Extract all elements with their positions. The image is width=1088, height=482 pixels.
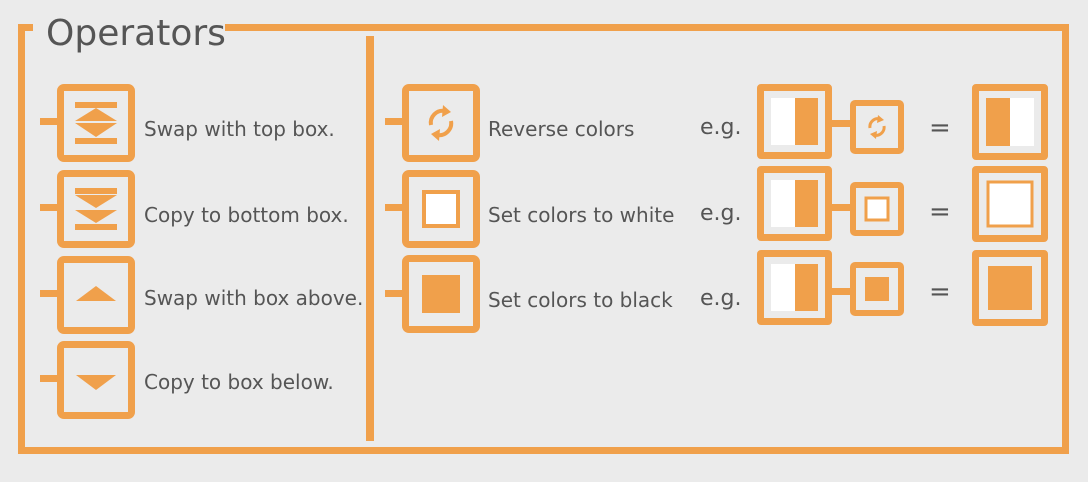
connector-stub	[385, 204, 405, 211]
connector-stub	[385, 290, 405, 297]
example-input-box	[757, 166, 832, 241]
example-operator-box	[850, 100, 904, 154]
connector-stub	[832, 288, 850, 295]
connector-stub	[832, 120, 850, 127]
example-prefix: e.g.	[700, 115, 742, 140]
swap-above-label: Swap with box above.	[144, 286, 364, 310]
copy-bottom-label: Copy to bottom box.	[144, 203, 349, 227]
equals-sign: =	[929, 113, 951, 143]
connector-stub	[40, 375, 60, 382]
example-result-box	[972, 84, 1048, 160]
reverse-icon	[868, 115, 886, 139]
example-input-box	[757, 84, 832, 159]
operators-panel	[18, 24, 1069, 454]
copy-below-operator[interactable]	[57, 341, 135, 419]
reverse-label: Reverse colors	[488, 117, 635, 141]
connector-stub	[40, 204, 60, 211]
triangle-up-icon	[76, 286, 116, 301]
example-input-box	[757, 250, 832, 325]
copy-bottom-operator[interactable]	[57, 170, 135, 248]
example-result-box	[972, 166, 1048, 242]
example-operator-box	[850, 262, 904, 316]
column-divider	[366, 36, 374, 441]
connector-stub	[385, 118, 405, 125]
reverse-operator[interactable]	[402, 84, 480, 162]
set-black-operator[interactable]	[402, 255, 480, 333]
example-operator-box	[850, 182, 904, 236]
black-square-icon	[865, 277, 889, 301]
copy-below-label: Copy to box below.	[144, 370, 334, 394]
title-background	[33, 8, 225, 54]
swap-top-label: Swap with top box.	[144, 117, 335, 141]
set-black-label: Set colors to black	[488, 288, 673, 312]
equals-sign: =	[929, 197, 951, 227]
connector-stub	[40, 290, 60, 297]
triangle-down-icon	[76, 375, 116, 390]
reverse-icon	[428, 105, 454, 141]
panel-title: Operators	[46, 13, 226, 54]
white-square-icon	[422, 190, 460, 228]
set-white-operator[interactable]	[402, 170, 480, 248]
copy-bottom-icon	[75, 188, 117, 230]
connector-stub	[832, 204, 850, 211]
example-prefix: e.g.	[700, 286, 742, 311]
example-prefix: e.g.	[700, 201, 742, 226]
black-square-icon	[422, 275, 460, 313]
example-result-box	[972, 250, 1048, 326]
swap-above-operator[interactable]	[57, 256, 135, 334]
swap-top-icon	[75, 102, 117, 144]
white-square-icon	[864, 196, 890, 222]
swap-top-operator[interactable]	[57, 84, 135, 162]
set-white-label: Set colors to white	[488, 203, 675, 227]
equals-sign: =	[929, 277, 951, 307]
connector-stub	[40, 118, 60, 125]
